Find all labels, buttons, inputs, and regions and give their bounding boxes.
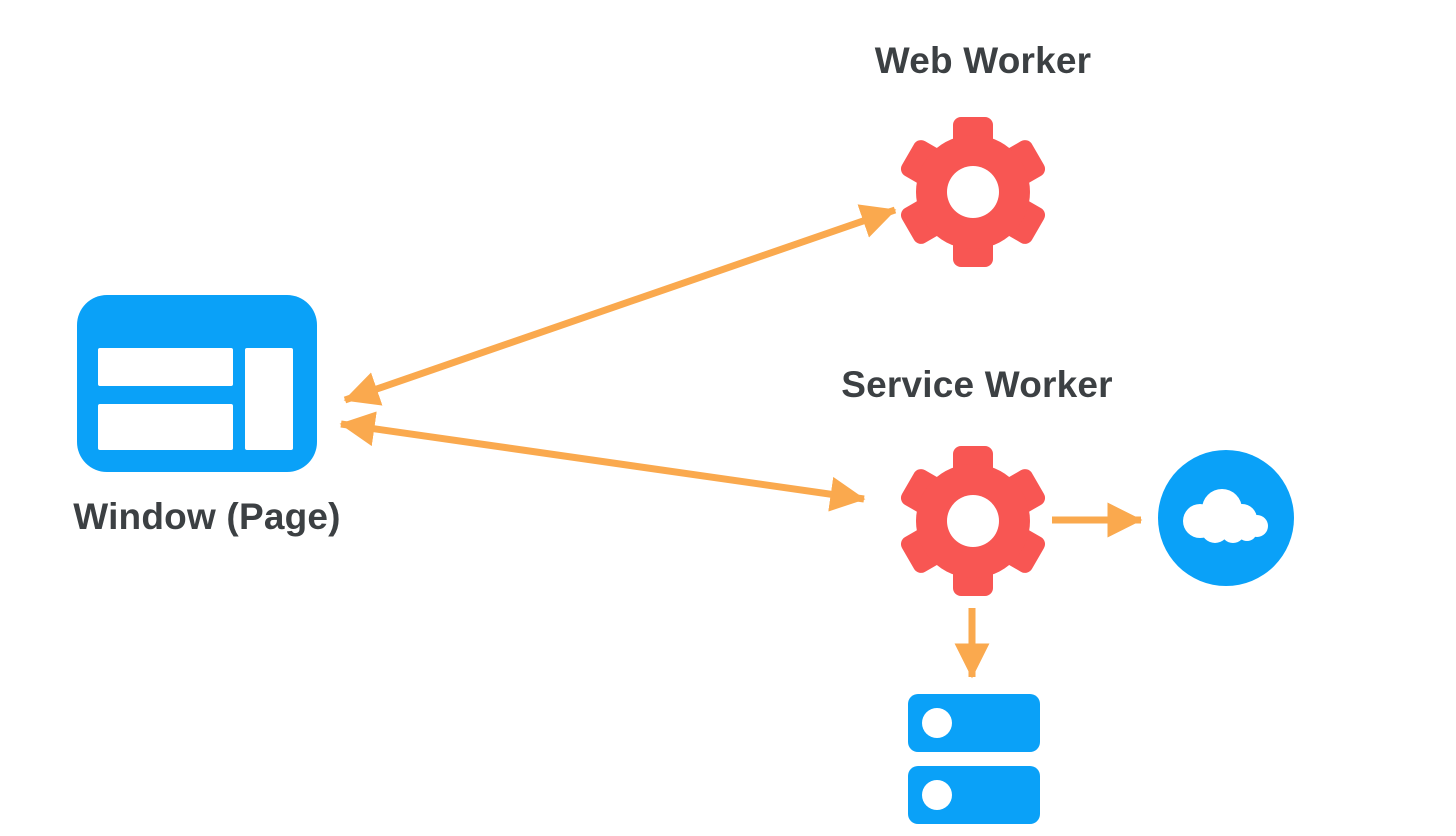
arrow-window-service-worker <box>339 411 866 512</box>
web-worker-gear-icon <box>898 117 1048 267</box>
arrow-window-web-worker <box>343 204 897 406</box>
database-disc-bottom <box>908 766 1040 824</box>
database-disc-top <box>908 694 1040 752</box>
browser-window-icon <box>77 295 317 472</box>
web-worker-label: Web Worker <box>874 40 1092 81</box>
arrow-layer <box>339 204 1143 679</box>
cloud-icon <box>1158 450 1294 586</box>
window-page-label: Window (Page) <box>73 496 341 537</box>
database-icon <box>908 694 1040 824</box>
cloud-glyph <box>1183 489 1268 543</box>
service-worker-label: Service Worker <box>841 364 1113 405</box>
service-worker-gear-icon <box>898 446 1048 596</box>
